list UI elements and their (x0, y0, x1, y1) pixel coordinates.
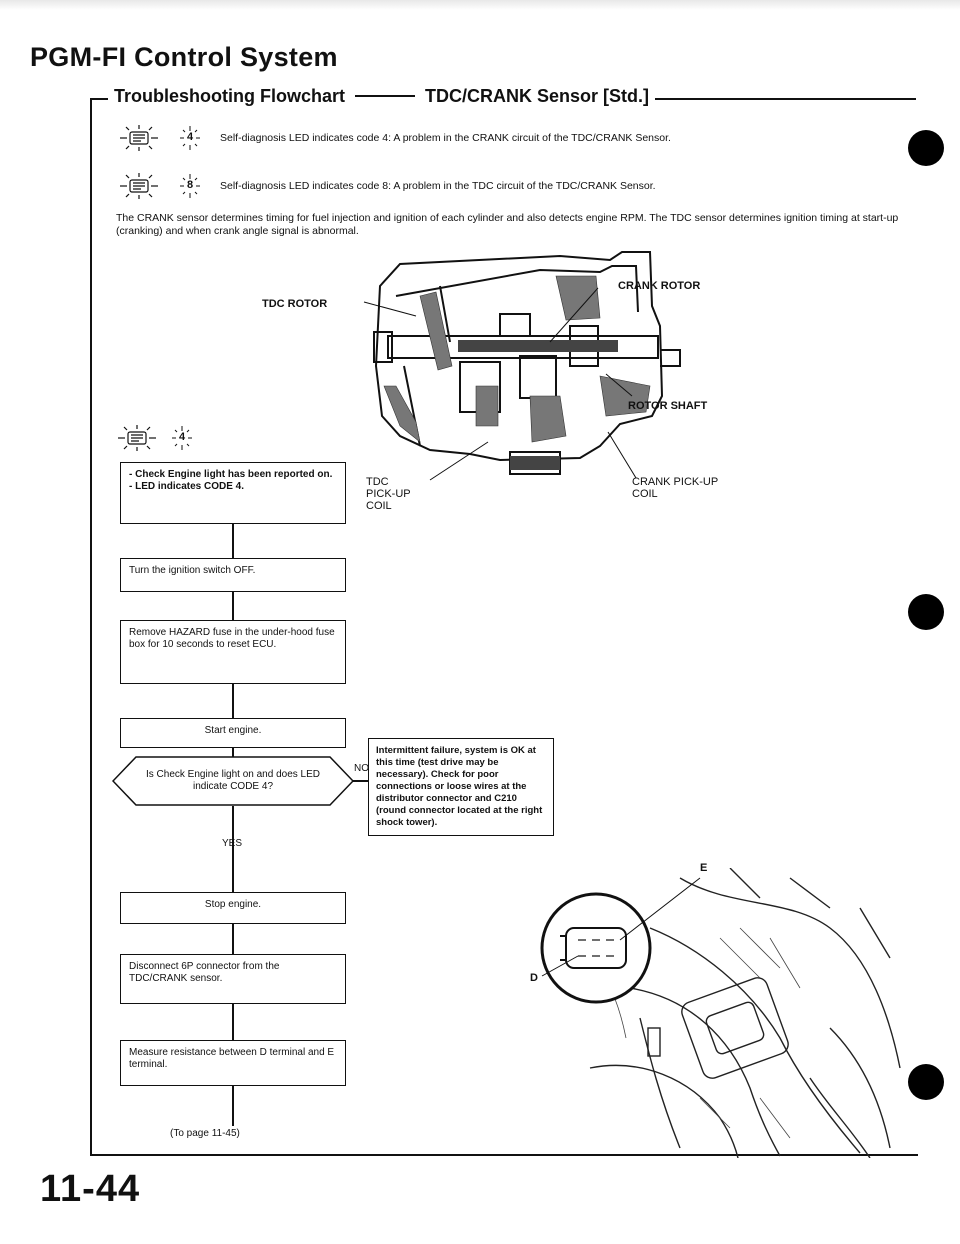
led-code-icon: 8 (180, 174, 200, 198)
left-margin-rule (90, 98, 92, 1156)
subtitle-right: TDC/CRANK Sensor [Std.] (425, 86, 649, 106)
flow-step-box: Turn the ignition switch OFF. (120, 558, 346, 592)
bottom-rule (90, 1154, 918, 1156)
section-subtitle: Troubleshooting Flowchart TDC/CRANK Sens… (108, 86, 655, 107)
code-row-8: 8 Self-diagnosis LED indicates code 8: A… (118, 172, 656, 200)
flowchart-start-icons: 4 (116, 424, 192, 452)
led-code-icon: 4 (180, 126, 200, 150)
margin-index-dot (908, 1064, 944, 1100)
decision-shape (112, 756, 354, 806)
flow-step-box: Stop engine. (120, 892, 346, 924)
margin-index-dot (908, 594, 944, 630)
flow-step-box: Remove HAZARD fuse in the under-hood fus… (120, 620, 346, 684)
subtitle-left: Troubleshooting Flowchart (114, 86, 345, 106)
check-engine-light-icon (120, 125, 158, 151)
intro-paragraph: The CRANK sensor determines timing for f… (116, 212, 899, 237)
label-terminal-d: D (530, 972, 538, 984)
flow-step-box: Measure resistance between D terminal an… (120, 1040, 346, 1086)
decision-no-label: NO (354, 763, 369, 774)
code-description: Self-diagnosis LED indicates code 8: A p… (220, 180, 656, 192)
label-tdc-rotor: TDC ROTOR (262, 298, 328, 310)
check-engine-light-icon (120, 173, 158, 199)
subtitle-dash (355, 95, 415, 97)
led-code-number: 4 (186, 131, 194, 143)
flow-start-box: - Check Engine light has been reported o… (120, 462, 346, 524)
page-number: 11-44 (40, 1168, 141, 1210)
distributor-cross-section-diagram (363, 251, 681, 481)
flow-connector (232, 924, 234, 954)
flow-connector-no (346, 780, 368, 782)
code-description: Self-diagnosis LED indicates code 4: A p… (220, 132, 671, 144)
flow-step-box: Disconnect 6P connector from the TDC/CRA… (120, 954, 346, 1004)
flow-decision: Is Check Engine light on and does LED in… (112, 756, 354, 806)
flow-connector (232, 806, 234, 892)
check-engine-light-icon (118, 425, 156, 451)
flow-step-box: Start engine. (120, 718, 346, 748)
margin-index-dot (908, 130, 944, 166)
label-tdc-pickup-coil: TDC PICK-UP COIL (366, 476, 411, 512)
flow-connector (232, 684, 234, 718)
label-crank-pickup-coil: CRANK PICK-UP COIL (632, 476, 719, 500)
code-row-4: 4 Self-diagnosis LED indicates code 4: A… (118, 124, 671, 152)
flow-connector (232, 592, 234, 620)
flow-connector (232, 1086, 234, 1126)
connector-location-illustration (540, 868, 901, 1158)
flow-connector (232, 1004, 234, 1040)
intermittent-failure-box: Intermittent failure, system is OK at th… (368, 738, 554, 836)
decision-yes-label: YES (222, 838, 243, 849)
to-page-reference: (To page 11-45) (170, 1128, 240, 1139)
led-code-number: 8 (186, 179, 194, 191)
label-terminal-e: E (700, 862, 708, 874)
led-code-icon: 4 (172, 426, 192, 450)
page-edge-shading (0, 0, 960, 10)
flow-connector (232, 524, 234, 558)
decision-text: Is Check Engine light on and does LED in… (146, 769, 320, 792)
led-code-number: 4 (178, 431, 186, 443)
label-crank-rotor: CRANK ROTOR (618, 280, 701, 292)
page-title: PGM-FI Control System (30, 42, 338, 72)
flow-connector (232, 748, 234, 758)
label-rotor-shaft: ROTOR SHAFT (628, 400, 708, 412)
